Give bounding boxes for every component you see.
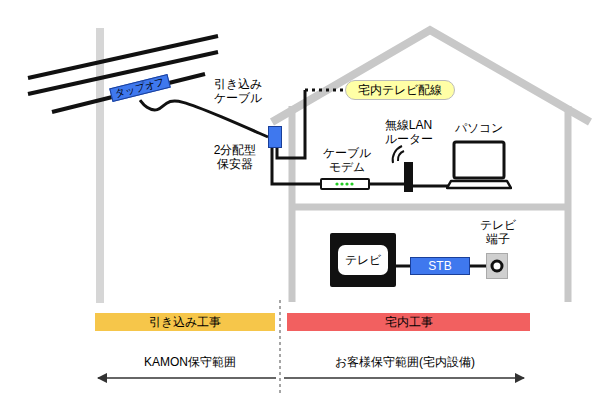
cable-line-dotted	[305, 89, 345, 92]
node-text: テレビ 端子	[480, 218, 516, 246]
node-text: パソコン	[455, 121, 503, 135]
cable-line	[470, 265, 486, 268]
cable-connector	[272, 148, 320, 184]
node-text: テレビ	[338, 245, 388, 275]
node-text: タップオフ	[114, 76, 165, 100]
cable-connector	[396, 266, 410, 267]
node-text: STB	[428, 259, 451, 273]
house-roof	[272, 30, 590, 122]
modem-lamps	[322, 180, 368, 188]
node-text: 宅内工事	[385, 315, 433, 329]
wifi-router: 無線LAN ルーター	[404, 162, 413, 192]
utility-pole	[96, 28, 104, 303]
cable-line	[413, 185, 448, 188]
wifi-wave	[398, 151, 404, 161]
cable-line	[272, 148, 320, 184]
laptop: パソコン	[446, 140, 512, 190]
tv-set: テレビ	[330, 233, 396, 287]
cable-connector	[413, 186, 448, 187]
tv-outlet: テレビ 端子	[486, 253, 508, 279]
wiring-tag: 宅内テレビ配線	[345, 80, 455, 100]
cable-line	[140, 100, 268, 137]
node-text: 宅内テレビ配線	[358, 83, 442, 97]
set-top-box: STB	[410, 257, 470, 275]
range-label: KAMON保守範囲	[144, 354, 236, 370]
cable-label: 引き込み ケーブル	[212, 77, 264, 105]
wifi-wave	[393, 146, 402, 163]
work-band: 宅内工事	[287, 313, 530, 331]
cable-wire	[52, 74, 205, 112]
cable-connector	[140, 100, 268, 137]
house-floor	[292, 204, 568, 211]
work-band: 引き込み工事	[95, 313, 275, 331]
range-arrow	[284, 377, 524, 379]
cable-modem: ケーブル モデム	[320, 178, 370, 190]
boundary-line	[279, 300, 281, 396]
cable-line	[396, 265, 410, 268]
outlet-jack	[487, 254, 507, 278]
splitter-protector: 2分配型 保安器	[268, 126, 282, 148]
node-text: 引き込み工事	[149, 315, 221, 329]
tap-off: タップオフ	[109, 74, 171, 102]
range-label: お客様保守範囲(宅内設備)	[335, 354, 475, 370]
laptop-icon	[446, 140, 512, 190]
node-text: ケーブル モデム	[323, 146, 371, 174]
cable-connector	[370, 184, 404, 185]
cable-line	[370, 183, 404, 186]
cable-connector	[470, 266, 486, 267]
node-text: 2分配型 保安器	[214, 143, 257, 171]
range-arrow	[98, 377, 276, 379]
node-text: 無線LAN ルーター	[385, 118, 433, 146]
